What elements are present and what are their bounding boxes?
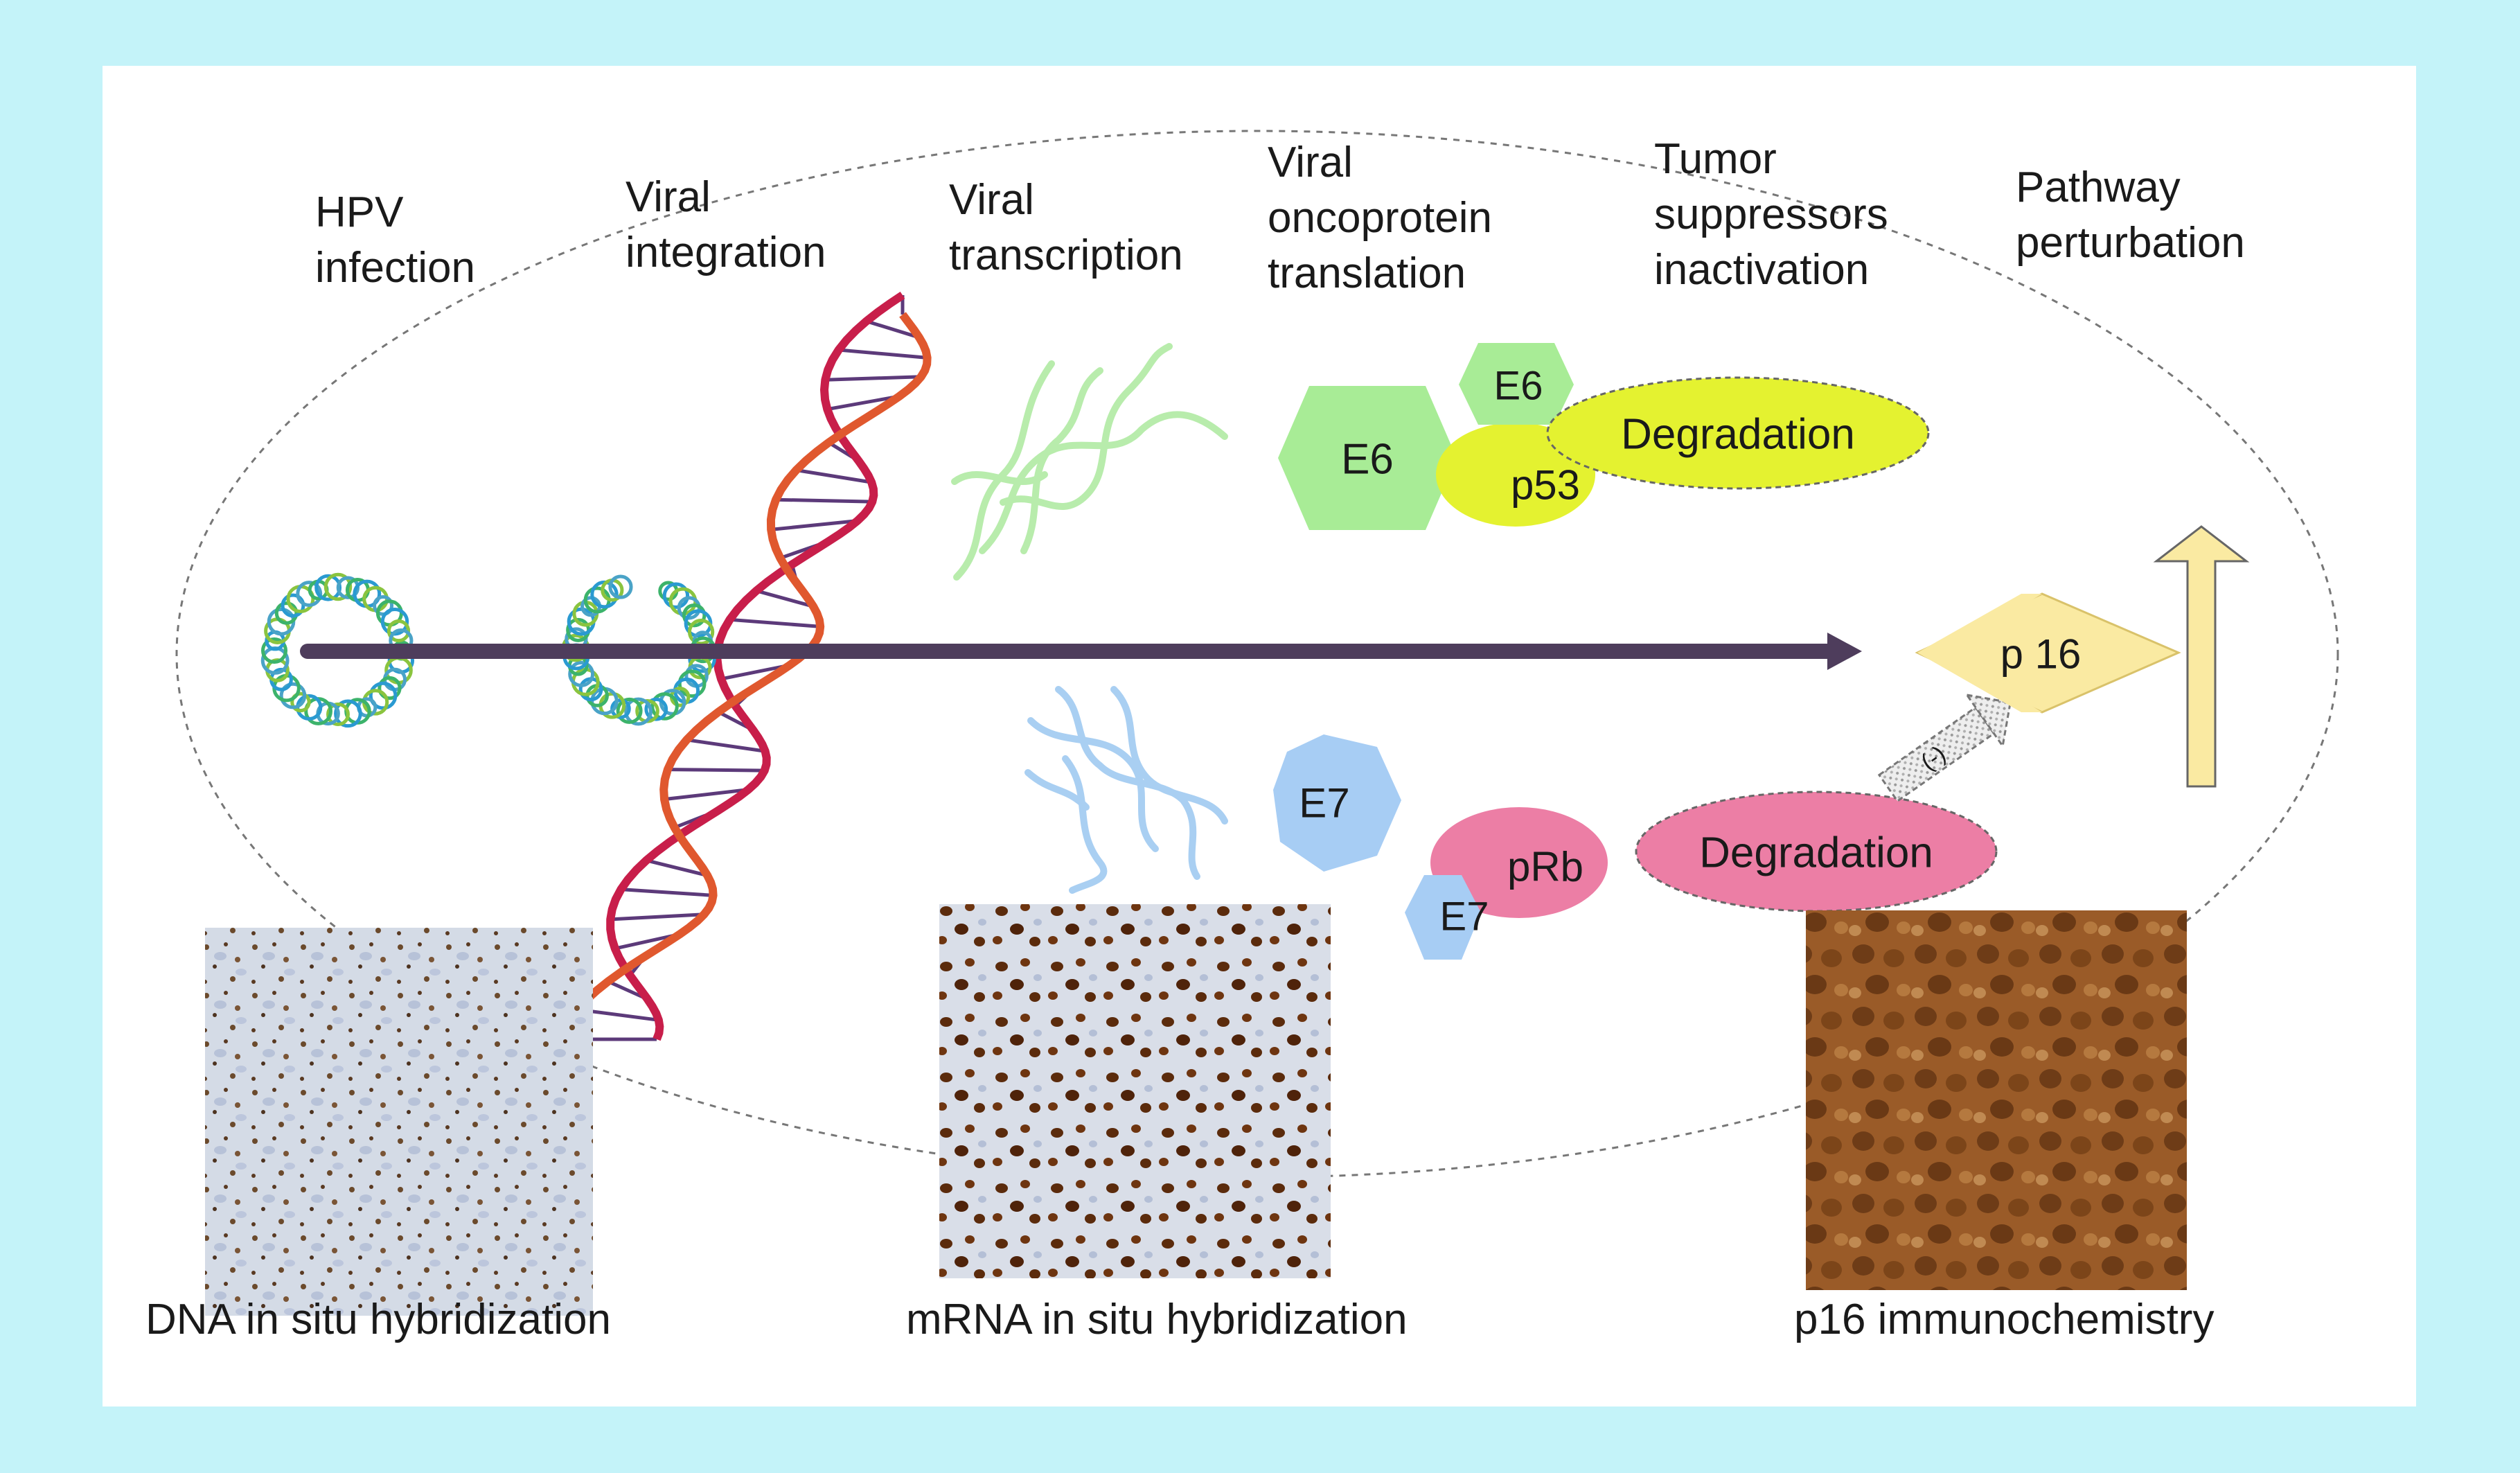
helix-strand: [606, 292, 905, 1041]
svg-text:E7: E7: [1440, 894, 1489, 940]
e7-bound-prb: E7: [1405, 875, 1489, 960]
genome-segment: [608, 574, 633, 599]
e6-oncoprotein: E6: [1278, 386, 1457, 530]
svg-text:p 16: p 16: [2000, 631, 2082, 678]
genome-segment: [662, 582, 690, 609]
e6-bound-p53: E6: [1459, 343, 1574, 425]
svg-text:E6: E6: [1341, 436, 1394, 484]
genome-segment: [296, 581, 323, 607]
helix-strand: [556, 312, 932, 1041]
mrna-ish-micrograph: [939, 904, 1331, 1278]
p16-protein: p 16: [1915, 592, 2181, 714]
stage-label-pathway-perturbation: Pathway perturbation: [2016, 164, 2245, 267]
helix-base-pair: [756, 589, 814, 608]
helix-base-pair: [646, 858, 708, 877]
helix-base-pair: [686, 738, 765, 753]
stage-label-oncoprotein-translation: Viral oncoprotein translation: [1268, 139, 1504, 297]
stage-label-hpv-infection: HPV infection: [315, 188, 475, 292]
helix-base-pair: [621, 888, 713, 897]
genome-segment: [687, 618, 715, 646]
helix-base-pair: [865, 319, 920, 339]
hpv-pathway-diagram: HPV infection Viral integration Viral tr…: [145, 130, 2339, 1343]
genome-segment: [616, 697, 643, 724]
caption-dna-ish: DNA in situ hybridization: [145, 1296, 611, 1343]
svg-text:pRb: pRb: [1507, 844, 1583, 890]
genome-segment: [624, 697, 653, 726]
caption-p16-ihc: p16 immunochemistry: [1794, 1296, 2214, 1343]
helix-base-pair: [770, 519, 858, 531]
svg-text:p53: p53: [1511, 462, 1580, 509]
genome-segment: [650, 692, 679, 721]
genome-segment: [387, 619, 411, 643]
genome-segment: [260, 637, 288, 664]
svg-text:E6: E6: [1494, 364, 1543, 409]
progression-arrow: [300, 633, 1862, 670]
genome-segment: [682, 603, 707, 628]
helix-base-pair: [720, 663, 790, 681]
genome-segment: [290, 691, 311, 713]
helix-base-pair: [664, 788, 749, 802]
genome-segment: [326, 703, 350, 726]
caption-mrna-ish: mRNA in situ hybridization: [906, 1296, 1408, 1343]
helix-base-pair: [729, 617, 821, 628]
helix-base-pair: [796, 468, 872, 484]
p53-degradation: Degradation: [1546, 376, 1930, 490]
genome-segment: [369, 681, 398, 710]
figure-panel: HPV infection Viral integration Viral tr…: [103, 66, 2416, 1406]
genome-segment: [279, 682, 307, 709]
stage-label-viral-transcription: Viral transcription: [949, 176, 1183, 279]
helix-base-pair: [838, 348, 928, 360]
viral-transcript-blue: [1024, 686, 1228, 894]
e7-oncoprotein: E7: [1273, 734, 1401, 872]
helix-base-pair: [826, 394, 900, 412]
dna-double-helix: [556, 292, 932, 1041]
genome-segment: [568, 660, 595, 687]
helix-base-pair: [610, 912, 704, 921]
genome-segment: [378, 676, 402, 700]
helix-base-pair: [775, 497, 873, 504]
genome-segment: [274, 601, 299, 625]
genome-segment: [644, 697, 668, 721]
svg-text:E7: E7: [1299, 780, 1349, 827]
svg-text:Degradation: Degradation: [1699, 829, 1933, 877]
p16-ihc-micrograph: [1806, 910, 2187, 1290]
dna-ish-micrograph: [205, 928, 593, 1316]
genome-segment: [323, 572, 353, 601]
prb-protein: pRb: [1430, 807, 1608, 918]
stage-label-tumor-suppressors: Tumor suppressors inactivation: [1654, 135, 1900, 294]
prb-degradation: Degradation: [1635, 791, 1998, 912]
stage-label-viral-integration: Viral integration: [625, 173, 826, 276]
svg-text:Degradation: Degradation: [1621, 411, 1855, 459]
genome-segment: [334, 699, 362, 728]
upregulation-arrow: [2153, 525, 2250, 788]
viral-transcript-green: [951, 343, 1228, 581]
helix-base-pair: [825, 375, 921, 382]
